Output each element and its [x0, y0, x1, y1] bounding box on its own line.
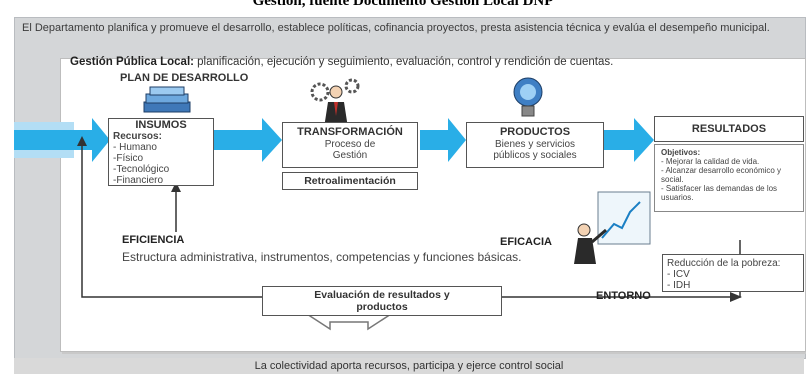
pobreza-content: Reducción de la pobreza: - ICV - IDH [663, 255, 803, 294]
resultados-title: RESULTADOS [691, 123, 767, 135]
insumos-content: Recursos: - Humano -Físico -Tecnológico … [109, 131, 213, 186]
department-description: El Departamento planifica y promueve el … [22, 22, 770, 34]
input-arrow-left [14, 118, 110, 162]
books-icon [143, 86, 191, 113]
eficiencia-arrowhead [171, 182, 181, 192]
entorno-label: ENTORNO [596, 290, 651, 302]
evaluation-arrowhead-right [730, 292, 742, 302]
presenter-chart-icon [574, 191, 651, 264]
pobreza-title: Reducción de la pobreza: [667, 258, 781, 269]
insumos-item: -Tecnológico [113, 164, 170, 175]
insumos-item: - Humano [113, 142, 157, 153]
productos-title: PRODUCTOS [499, 126, 571, 138]
insumos-item: -Financiero [113, 175, 164, 186]
pobreza-item: - IDH [667, 280, 691, 291]
pobreza-box: Reducción de la pobreza: - ICV - IDH [662, 254, 804, 292]
insumos-title: INSUMOS [135, 119, 187, 131]
objetivos-content: Objetivos: - Mejorar la calidad de vida.… [655, 145, 803, 205]
feedback-line-left [81, 140, 262, 298]
transformacion-title: TRANSFORMACIÓN [297, 126, 403, 138]
objetivo-item: - Mejorar la calidad de vida. [661, 157, 760, 166]
insumos-item: -Físico [113, 153, 143, 164]
arrow-insumos-to-transformacion [212, 118, 282, 162]
evaluacion-label: Evaluación de resultados y productos [314, 289, 450, 313]
feedback-arrowhead-up [77, 136, 87, 146]
arrow-transformacion-to-productos [420, 118, 466, 162]
eficacia-label: EFICACIA [500, 236, 552, 248]
light-arrow-top [14, 122, 74, 130]
transformacion-box: TRANSFORMACIÓN Proceso de Gestión [282, 122, 418, 168]
transformacion-text: Proceso de Gestión [324, 139, 376, 161]
objetivo-item: - Satisfacer las demandas de los usuario… [661, 184, 778, 202]
insumos-box: INSUMOS Recursos: - Humano -Físico -Tecn… [108, 118, 214, 186]
gestion-label: Gestión Pública Local: [70, 56, 194, 68]
colectividad-bar: La colectividad aporta recursos, partici… [14, 358, 804, 374]
productos-box: PRODUCTOS Bienes y servicios públicos y … [466, 122, 604, 168]
person-gears-icon [310, 78, 360, 128]
eficiencia-text: Estructura administrativa, instrumentos,… [122, 250, 522, 264]
arrow-productos-to-resultados [604, 118, 654, 162]
lightbulb-icon [513, 77, 543, 117]
evaluacion-box: Evaluación de resultados y productos [262, 286, 502, 316]
gestion-text: planificación, ejecución y seguimiento, … [193, 56, 614, 68]
resultados-box: RESULTADOS [654, 116, 804, 142]
retroalimentacion-label: Retroalimentación [304, 175, 396, 187]
pobreza-item: - ICV [667, 269, 690, 280]
objetivos-title: Objetivos: [661, 148, 701, 157]
insumos-subtitle: Recursos: [113, 131, 162, 142]
retroalimentacion-box: Retroalimentación [282, 172, 418, 190]
objetivo-item: - Alcanzar desarrollo económico y social… [661, 166, 782, 184]
figure-caption: Gestion, fuente Documento Gestion Local … [252, 0, 554, 9]
objetivos-box: Objetivos: - Mejorar la calidad de vida.… [654, 144, 804, 212]
gestion-publica-line: Gestión Pública Local: planificación, ej… [70, 56, 800, 68]
eficiencia-label: EFICIENCIA [122, 234, 185, 246]
productos-text: Bienes y servicios públicos y sociales [493, 139, 577, 161]
light-arrow-bottom [14, 150, 74, 158]
plan-de-desarrollo-label: PLAN DE DESARROLLO [120, 72, 249, 84]
